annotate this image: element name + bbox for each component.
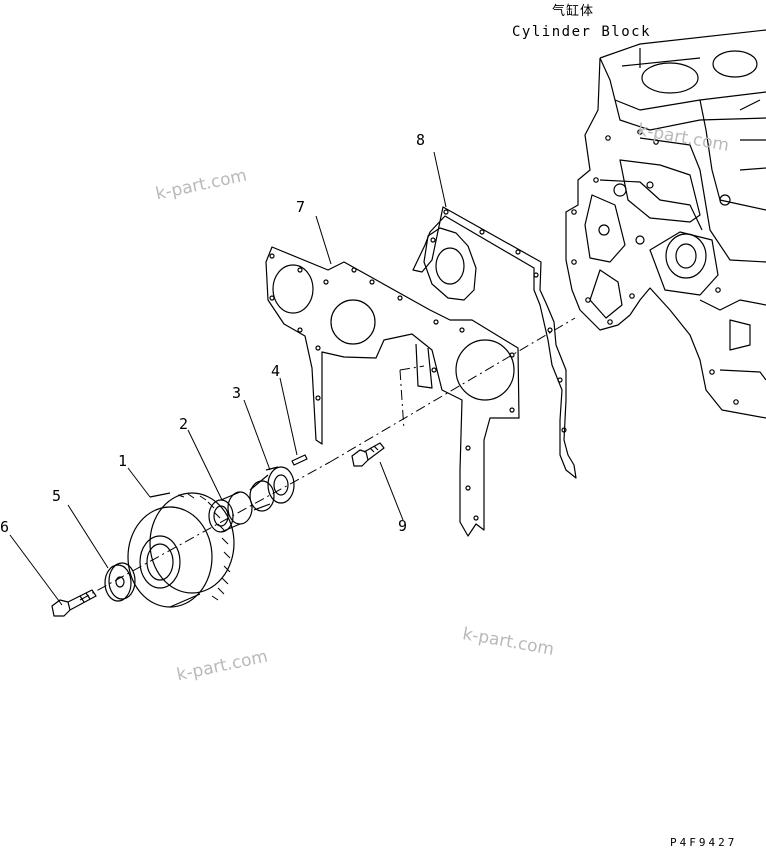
bolt-part-6 xyxy=(51,589,97,617)
title-chinese: 气缸体 xyxy=(552,4,595,19)
washer-part-5 xyxy=(104,562,136,602)
callout-1: 1 xyxy=(118,452,128,470)
callout-2: 2 xyxy=(179,415,189,433)
callout-8: 8 xyxy=(416,131,426,149)
title-english: Cylinder Block xyxy=(512,24,652,40)
callout-3: 3 xyxy=(232,384,242,402)
bolt-part-9 xyxy=(351,442,385,467)
leader-lines xyxy=(9,151,447,606)
callout-7: 7 xyxy=(296,198,306,216)
callout-9: 9 xyxy=(398,517,408,535)
callout-4: 4 xyxy=(271,362,281,380)
drawing-code: P4F9427 xyxy=(670,836,738,849)
gear-part-1 xyxy=(127,492,235,608)
callout-6: 6 xyxy=(0,518,10,536)
alignment-lines xyxy=(79,317,576,601)
cylinder-block xyxy=(565,29,766,419)
gasket-part-7 xyxy=(265,246,520,537)
pin-part-4 xyxy=(291,454,308,466)
gasket-part-8 xyxy=(412,206,577,479)
sleeve-part-3 xyxy=(249,466,295,512)
bushing-part-2 xyxy=(208,491,253,533)
callout-5: 5 xyxy=(52,487,62,505)
